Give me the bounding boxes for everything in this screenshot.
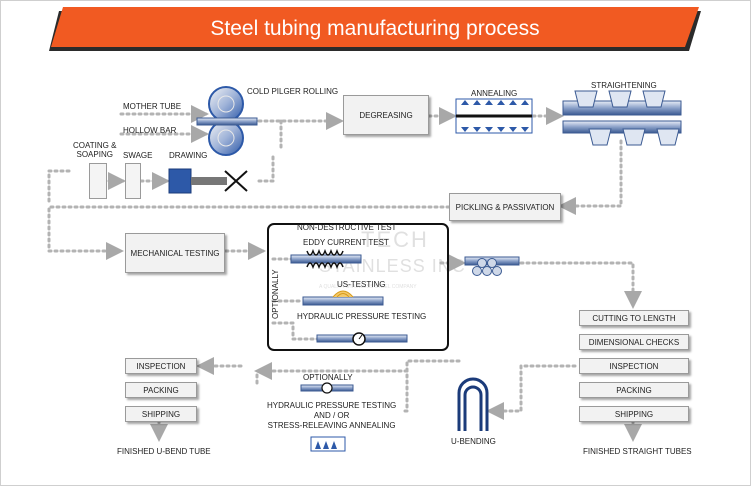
- mechanical-testing-box: MECHANICAL TESTING: [125, 233, 225, 273]
- label-cold-pilger-rolling: COLD PILGER ROLLING: [247, 87, 339, 96]
- label-annealing: ANNEALING: [471, 89, 518, 98]
- hydraulic-gauge: [316, 332, 408, 346]
- cold-pilger-rollers: [196, 86, 258, 156]
- page-title: Steel tubing manufacturing process: [210, 17, 540, 40]
- label-us-testing: US-TESTING: [337, 280, 386, 289]
- label-optionally: OPTIONALLY: [303, 373, 353, 382]
- connector-straightening-pickling: [558, 139, 623, 215]
- connector-drawing-return: [257, 152, 275, 183]
- title-banner: Steel tubing manufacturing process: [49, 7, 701, 51]
- annealing-furnace: [455, 98, 533, 134]
- label-drawing: DRAWING: [169, 151, 208, 160]
- connector-pickling-mech: [47, 205, 451, 260]
- watermark-line-1: TECH: [361, 227, 429, 252]
- label-finished-u-bend-tube: FINISHED U-BEND TUBE: [117, 447, 211, 456]
- banner-shape: [49, 7, 701, 51]
- straightening-rollers: [562, 90, 682, 146]
- eddy-current-coil: [290, 248, 362, 270]
- label-hollow-bar: HOLLOW BAR: [123, 126, 177, 135]
- connector-ubend-optional: [399, 359, 461, 413]
- left-step-shipping: SHIPPING: [125, 406, 197, 422]
- label-eddy-current-test: EDDY CURRENT TEST: [303, 238, 389, 247]
- coating-block: [89, 163, 107, 199]
- u-bend-icon: [457, 377, 489, 431]
- optional-gauge: [300, 382, 354, 394]
- right-step-inspection: INSPECTION: [579, 358, 689, 374]
- watermark-line-3: A QUALITY STAINLESS STEEL COMPANY: [319, 284, 417, 290]
- connector-coating-loop: [47, 119, 283, 203]
- right-step-packing: PACKING: [579, 382, 689, 398]
- left-step-inspection: INSPECTION: [125, 358, 197, 374]
- right-step-shipping: SHIPPING: [579, 406, 689, 422]
- right-step-cutting-to-length: CUTTING TO LENGTH: [579, 310, 689, 326]
- right-step-dimensional-checks: DIMENSIONAL CHECKS: [579, 334, 689, 350]
- label-u-bending: U-BENDING: [451, 437, 496, 446]
- tube-bundle: [464, 256, 520, 276]
- label-hydraulic-and-stress: HYDRAULIC PRESSURE TESTING AND / OR STRE…: [267, 401, 397, 430]
- pickling-passivation-box: PICKLING & PASSIVATION: [449, 193, 561, 221]
- label-swage: SWAGE: [123, 151, 153, 160]
- swage-block: [125, 163, 141, 199]
- us-testing-probe: [302, 290, 384, 306]
- non-destructive-test-group: [267, 223, 449, 351]
- label-mother-tube: MOTHER TUBE: [123, 102, 182, 111]
- stress-relieving-icon: [310, 436, 346, 452]
- label-coating-soaping: COATING & SOAPING: [73, 141, 117, 159]
- label-hydraulic-pressure-testing: HYDRAULIC PRESSURE TESTING: [297, 312, 427, 321]
- drawing-die: [168, 168, 248, 194]
- connector-right-ubend: [486, 364, 577, 420]
- label-non-destructive-test: NON-DESTRUCTIVE TEST: [297, 223, 397, 232]
- connector-ndt-3: [271, 321, 341, 341]
- label-optionally-vertical: OPTIONALLY: [271, 269, 280, 319]
- label-straightening: STRAIGHTENING: [591, 81, 657, 90]
- left-step-packing: PACKING: [125, 382, 197, 398]
- connector-to-right: [519, 261, 642, 309]
- label-finished-straight-tubes: FINISHED STRAIGHT TUBES: [583, 447, 692, 456]
- degreasing-box: DEGREASING: [343, 95, 429, 135]
